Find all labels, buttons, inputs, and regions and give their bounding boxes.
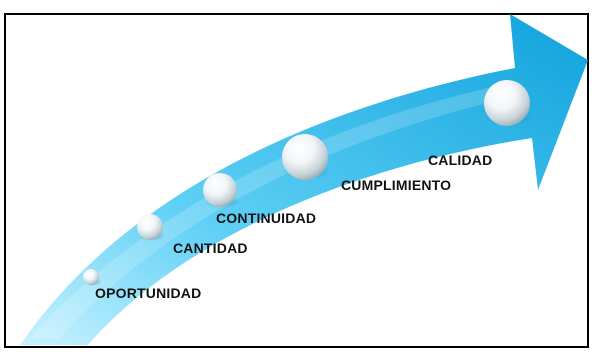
stage-label-cumplimiento: CUMPLIMIENTO — [341, 177, 452, 193]
stage-marker — [137, 214, 166, 241]
stage-marker — [282, 134, 331, 180]
stage-label-oportunidad: OPORTUNIDAD — [95, 285, 202, 301]
stage-label-cantidad: CANTIDAD — [173, 240, 248, 256]
stage-label-continuidad: CONTINUIDAD — [216, 210, 317, 226]
arrow-highlight — [30, 82, 518, 338]
stage-label-calidad: CALIDAD — [428, 152, 493, 168]
diagram-border — [4, 13, 589, 348]
stage-marker — [484, 80, 533, 126]
stage-marker — [203, 173, 240, 208]
stage-marker — [83, 269, 102, 286]
